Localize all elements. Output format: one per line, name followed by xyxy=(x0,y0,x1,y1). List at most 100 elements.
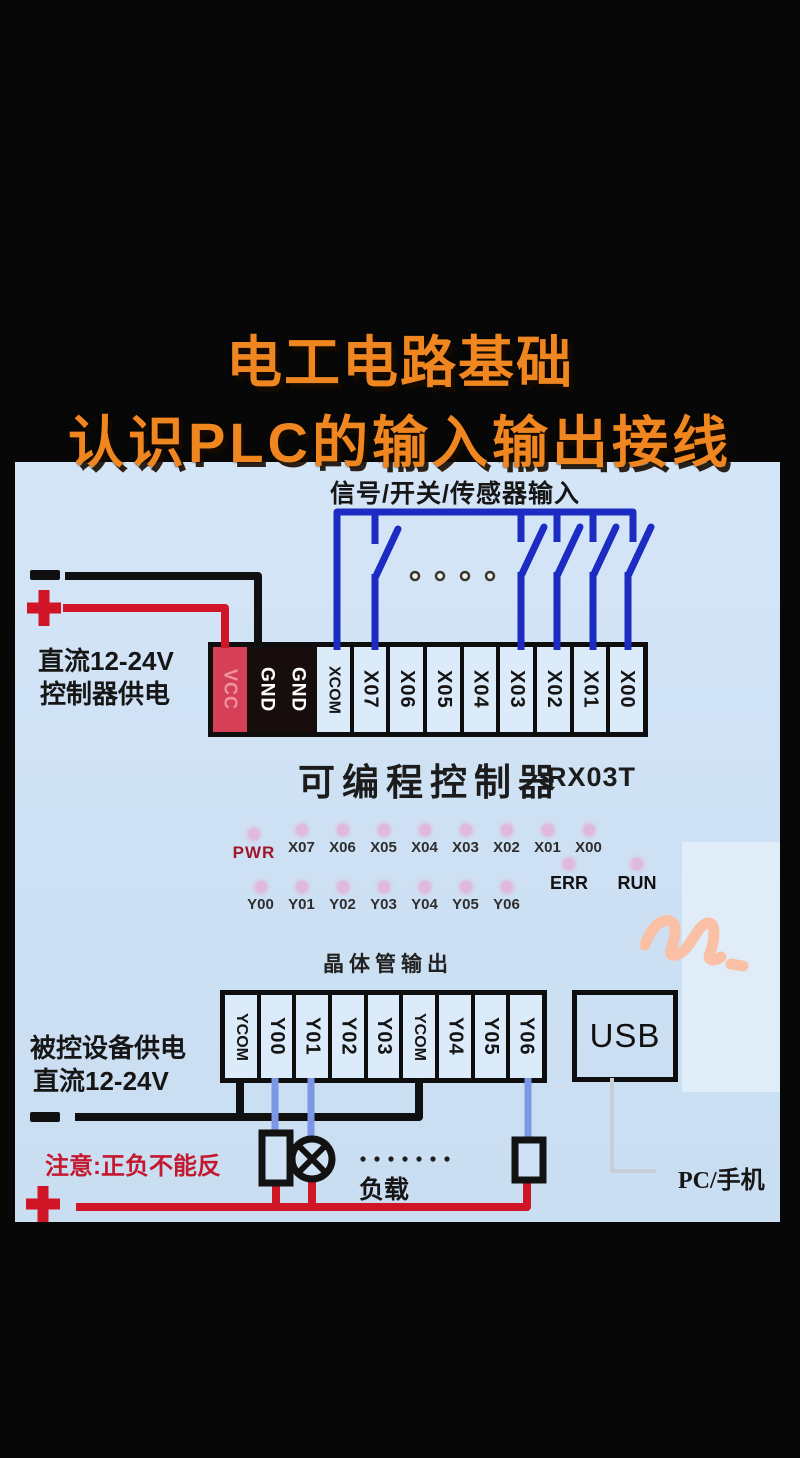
led-slot: X00 xyxy=(568,824,609,856)
terminal-label: YCOM xyxy=(411,1012,429,1061)
terminal-cell: Y06 xyxy=(506,995,543,1078)
switch-blade-x01 xyxy=(589,523,620,580)
led-slot: X04 xyxy=(404,824,445,856)
terminal-cell: X02 xyxy=(533,647,570,732)
terminal-label: Y06 xyxy=(515,1017,538,1056)
led-label: X00 xyxy=(575,839,602,856)
terminal-label: X03 xyxy=(506,670,529,709)
controller-supply-label: 控制器供电 xyxy=(40,679,171,709)
plus-symbol-top xyxy=(27,590,61,626)
terminal-label: X01 xyxy=(579,670,602,709)
ycom-bus-wire xyxy=(75,1078,423,1121)
led-slot: Y00 xyxy=(240,881,281,913)
terminal-cell: X05 xyxy=(423,647,460,732)
ellipsis-ring xyxy=(484,570,496,582)
device-supply-label: 被控设备供电 xyxy=(30,1033,187,1063)
terminal-label: VCC xyxy=(220,668,241,710)
page-title-line2: 认识PLC的输入输出接线 xyxy=(68,411,732,474)
wiring-svg xyxy=(26,508,749,1222)
terminal-cell: X03 xyxy=(496,647,534,732)
led-label: X02 xyxy=(493,839,520,856)
terminal-cell: YCOM xyxy=(399,995,436,1078)
led-label: X07 xyxy=(288,839,315,856)
terminal-label: YCOM xyxy=(232,1012,250,1061)
terminal-cell: Y00 xyxy=(256,995,293,1078)
led-label: Y02 xyxy=(329,896,356,913)
device-supply-voltage-label: 直流12-24V xyxy=(33,1066,169,1096)
terminal-cell: Y04 xyxy=(435,995,471,1078)
output-terminal-strip: YCOM Y00 Y01 Y02 Y03 YCOM Y04 Y05 Y06 xyxy=(220,990,547,1083)
led-indicator xyxy=(248,828,260,840)
led-indicator xyxy=(459,881,472,893)
terminal-label: Y03 xyxy=(373,1017,396,1056)
input-terminal-strip: VCC GND GND XCOM X07 X06 X05 X04 X03 X02 … xyxy=(208,642,648,737)
resistor-load-symbol-2 xyxy=(511,1136,547,1184)
pink-squiggle-mark xyxy=(639,915,749,972)
led-label: X04 xyxy=(411,839,438,856)
input-terminal-cells: XCOM X07 X06 X05 X04 X03 X02 X01 X00 xyxy=(317,647,644,732)
switch-blade-x03 xyxy=(517,523,548,580)
minus-symbol-top xyxy=(30,570,60,580)
plc-name: 可编程控制器 xyxy=(298,763,562,804)
terminal-label: X05 xyxy=(432,670,455,709)
led-indicator xyxy=(541,824,554,836)
led-slot: X06 xyxy=(322,824,363,856)
terminal-label: GND xyxy=(287,666,309,713)
terminal-label: Y04 xyxy=(444,1017,467,1056)
terminal-cell: Y01 xyxy=(292,995,329,1078)
status-led-row: ERR RUN xyxy=(547,858,683,894)
switch-blade-x07 xyxy=(371,525,402,582)
led-slot: Y03 xyxy=(363,881,404,913)
pwr-led-label: PWR xyxy=(232,843,276,862)
led-indicator xyxy=(563,858,575,870)
terminal-cell: X06 xyxy=(386,647,424,732)
led-label: Y03 xyxy=(370,896,397,913)
terminal-cell: Y05 xyxy=(470,995,507,1078)
pc-phone-label: PC/手机 xyxy=(678,1168,765,1194)
led-slot: X02 xyxy=(486,824,527,856)
terminal-label: X06 xyxy=(396,670,419,709)
vcc-supply-wire xyxy=(63,604,229,648)
led-slot: ERR xyxy=(547,858,591,894)
led-indicator xyxy=(336,824,349,836)
terminal-label: X02 xyxy=(542,670,565,709)
led-slot: X07 xyxy=(281,824,322,856)
terminal-label: Y01 xyxy=(301,1017,324,1056)
terminal-label: X07 xyxy=(359,670,382,709)
led-indicator xyxy=(418,881,431,893)
minus-symbol-bottom xyxy=(30,1112,60,1122)
polarity-warning-label: 注意:正负不能反 xyxy=(45,1153,221,1180)
usb-port: USB xyxy=(572,990,678,1082)
input-signal-label: 信号/开关/传感器输入 xyxy=(330,480,580,508)
terminal-cell: X00 xyxy=(606,647,644,732)
resistor-load-symbol xyxy=(258,1129,294,1187)
terminal-label: X00 xyxy=(616,670,639,709)
terminal-cell: Y03 xyxy=(363,995,400,1078)
terminal-label: GND xyxy=(256,666,278,713)
led-label: X06 xyxy=(329,839,356,856)
led-label: Y01 xyxy=(288,896,315,913)
led-slot: RUN xyxy=(615,858,659,894)
switch-blade-x02 xyxy=(553,523,584,580)
usb-cable-wire xyxy=(610,1078,656,1173)
terminal-label: Y05 xyxy=(480,1017,503,1056)
led-label: X01 xyxy=(534,839,561,856)
terminal-label: X04 xyxy=(469,670,492,709)
led-indicator xyxy=(377,881,390,893)
led-label: Y04 xyxy=(411,896,438,913)
led-indicator xyxy=(631,858,643,870)
ellipsis-ring xyxy=(434,570,446,582)
load-ellipsis-dots xyxy=(360,1156,450,1162)
terminal-cell: X01 xyxy=(569,647,607,732)
led-slot: X05 xyxy=(363,824,404,856)
led-slot: Y02 xyxy=(322,881,363,913)
led-label: Y05 xyxy=(452,896,479,913)
terminal-cell: X04 xyxy=(459,647,497,732)
plus-bus-wire xyxy=(76,1178,531,1211)
plc-model: RX03T xyxy=(547,762,637,792)
led-indicator xyxy=(582,824,595,836)
led-indicator xyxy=(459,824,472,836)
led-indicator xyxy=(500,881,513,893)
led-indicator xyxy=(500,824,513,836)
led-indicator xyxy=(295,824,308,836)
